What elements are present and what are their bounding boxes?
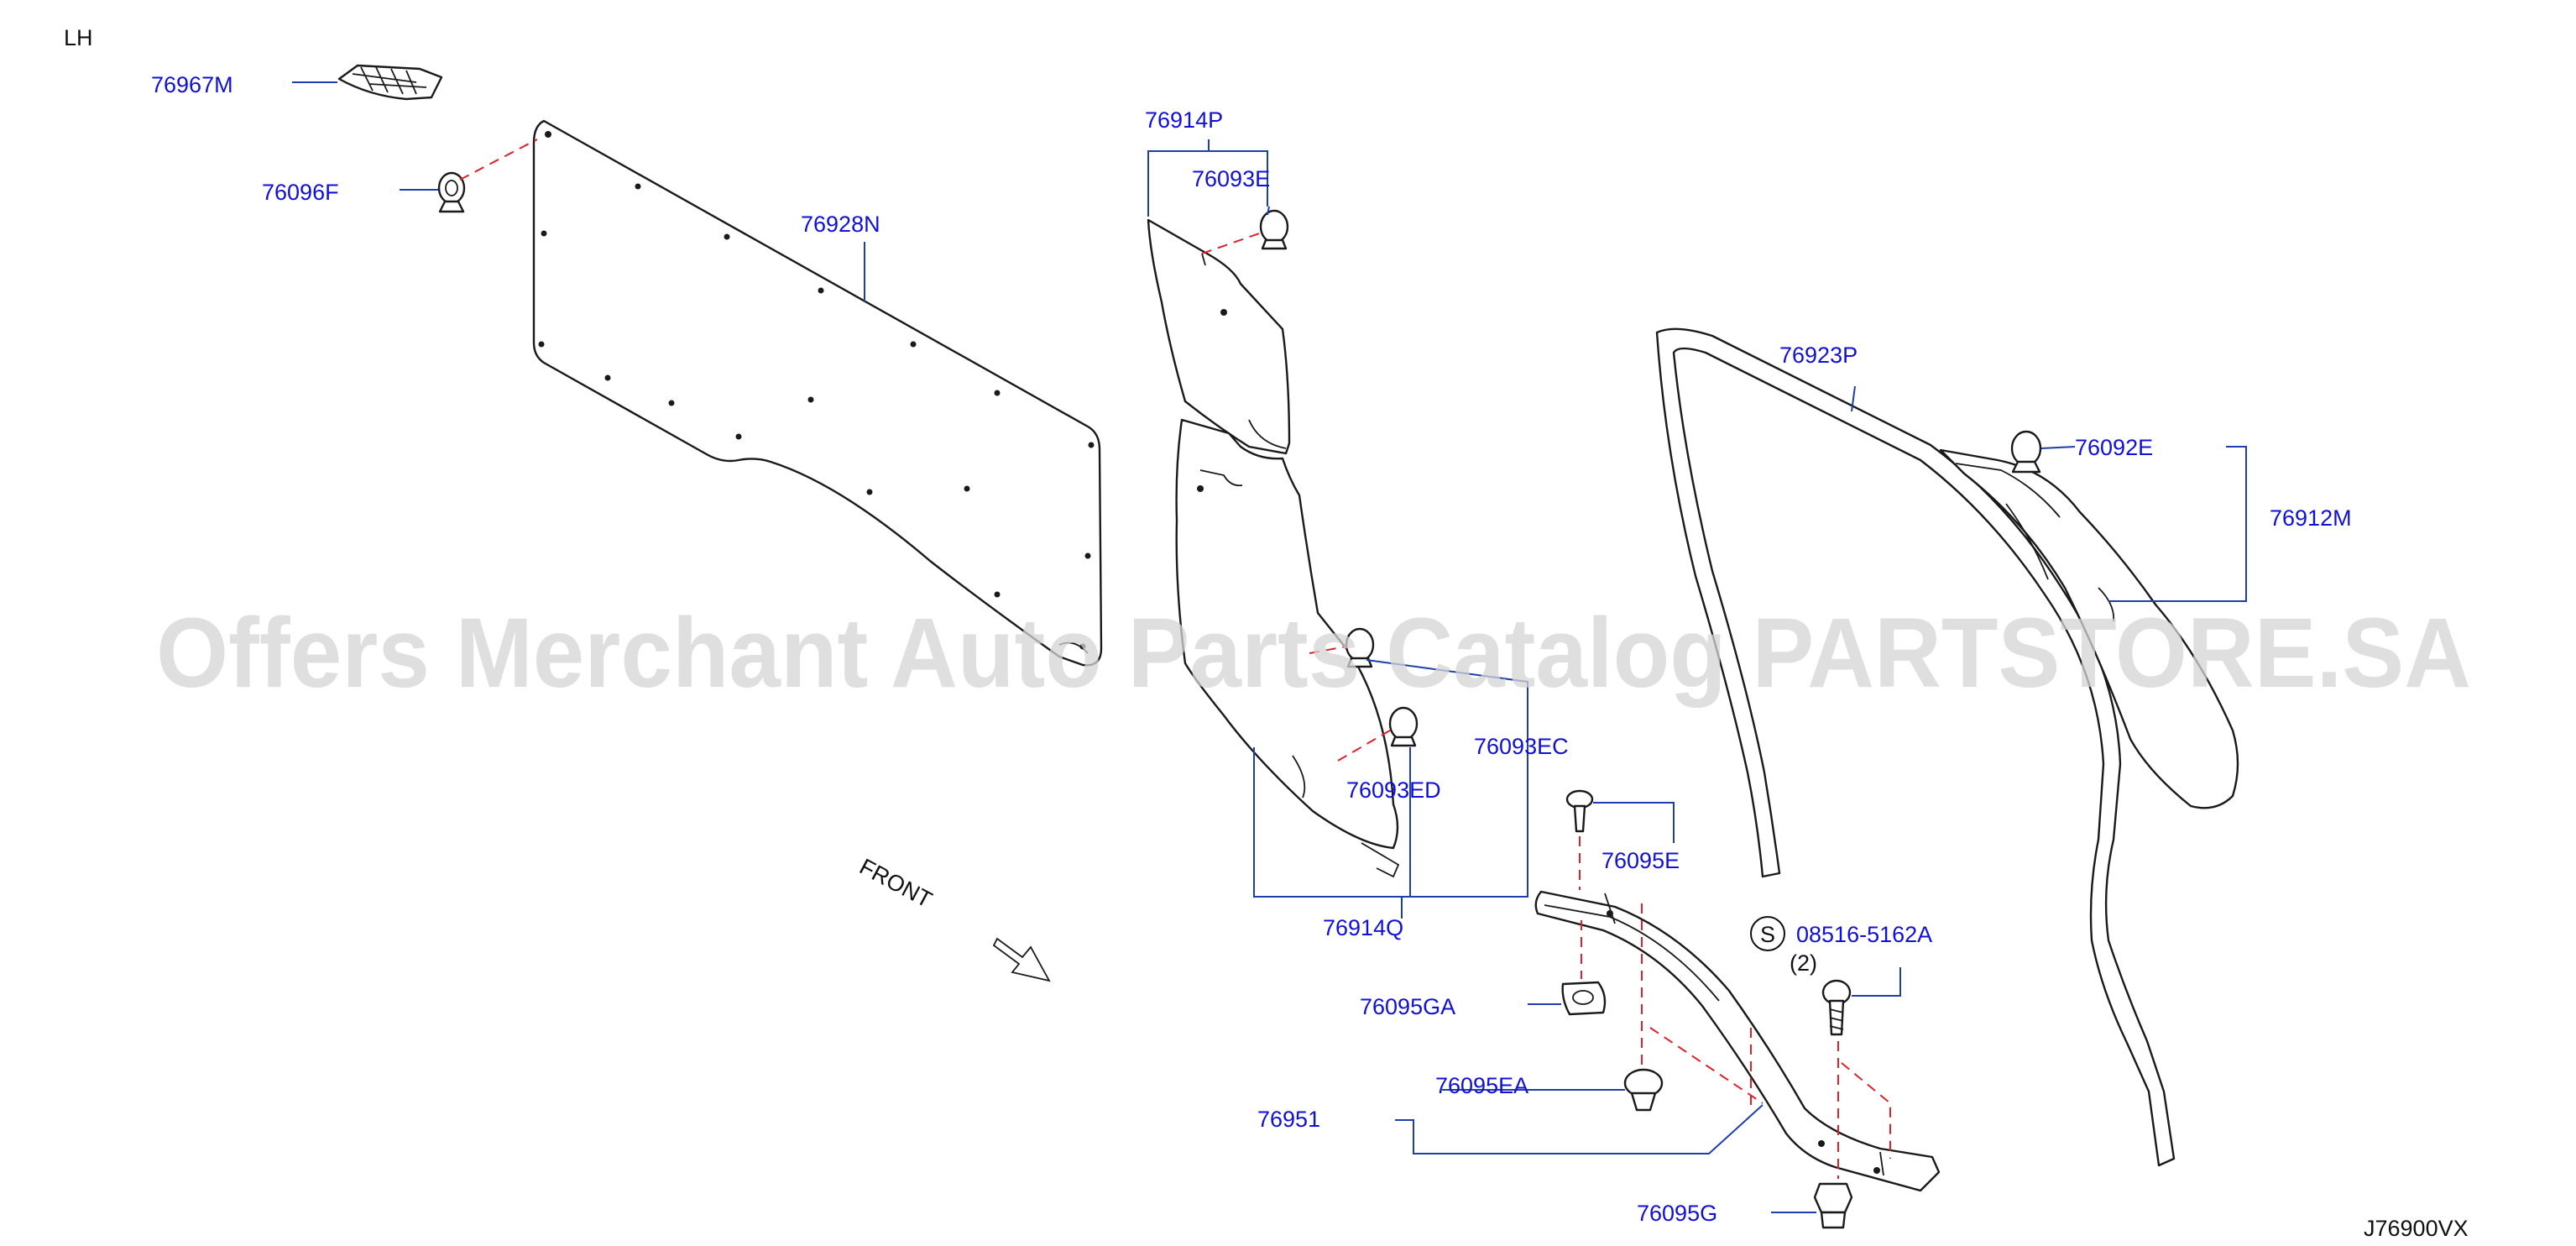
screw-quantity: (2) — [1790, 950, 1817, 976]
clip-76093ED[interactable] — [1388, 706, 1419, 747]
label-76093ED[interactable]: 76093ED — [1346, 777, 1441, 803]
label-76914P[interactable]: 76914P — [1145, 107, 1223, 133]
label-76093E[interactable]: 76093E — [1192, 166, 1270, 191]
label-76096F[interactable]: 76096F — [262, 180, 339, 205]
leader-lines — [292, 81, 2247, 1213]
diagram-code: J76900VX — [2364, 1216, 2469, 1241]
label-76092E[interactable]: 76092E — [2075, 435, 2153, 460]
label-76093EC[interactable]: 76093EC — [1474, 734, 1569, 759]
kicking-plate-76951[interactable] — [1534, 890, 1941, 1192]
rear-side-panel-76928N[interactable] — [532, 119, 1103, 667]
label-76095G[interactable]: 76095G — [1637, 1201, 1717, 1226]
clip-76093E[interactable] — [1259, 209, 1289, 250]
screw-symbol: S — [1760, 922, 1775, 947]
watermark: Offers Merchant Auto Parts Catalog PARTS… — [156, 598, 2471, 709]
clip-76096F[interactable] — [437, 171, 466, 213]
grommet-76095GA[interactable] — [1561, 981, 1607, 1016]
clip-76095E[interactable] — [1565, 789, 1594, 833]
front-arrow: FRONT — [855, 854, 1051, 982]
weatherstrip-76923P[interactable] — [1655, 327, 2176, 1167]
clip-76092E[interactable] — [2010, 430, 2042, 474]
screw-08516-5162A[interactable] — [1821, 979, 1852, 1036]
nut-76095G[interactable] — [1813, 1182, 1853, 1229]
label-76095E[interactable]: 76095E — [1602, 848, 1680, 873]
label-76914Q[interactable]: 76914Q — [1323, 915, 1403, 940]
clip-76093EC[interactable] — [1345, 627, 1375, 668]
pillar-trim-lower[interactable] — [1175, 418, 1400, 878]
label-76951[interactable]: 76951 — [1257, 1107, 1320, 1132]
side-label: LH — [64, 25, 93, 50]
pillar-trim-upper[interactable] — [1147, 218, 1291, 455]
assembly-lines — [459, 139, 1891, 1179]
label-76095EA[interactable]: 76095EA — [1435, 1073, 1528, 1098]
label-08516-5162A[interactable]: 08516-5162A — [1796, 922, 1932, 947]
vent-grille-76967M[interactable] — [337, 64, 443, 101]
label-76928N[interactable]: 76928N — [801, 212, 880, 237]
screw-symbol-circle — [1750, 916, 1785, 951]
label-76967M[interactable]: 76967M — [151, 72, 233, 97]
label-76095GA[interactable]: 76095GA — [1360, 994, 1455, 1019]
label-76923P[interactable]: 76923P — [1779, 343, 1858, 368]
clip-76095EA[interactable] — [1623, 1068, 1664, 1112]
back-door-trim-76912M[interactable] — [1939, 448, 2239, 809]
front-label: FRONT — [855, 854, 936, 913]
label-76912M[interactable]: 76912M — [2270, 505, 2352, 531]
